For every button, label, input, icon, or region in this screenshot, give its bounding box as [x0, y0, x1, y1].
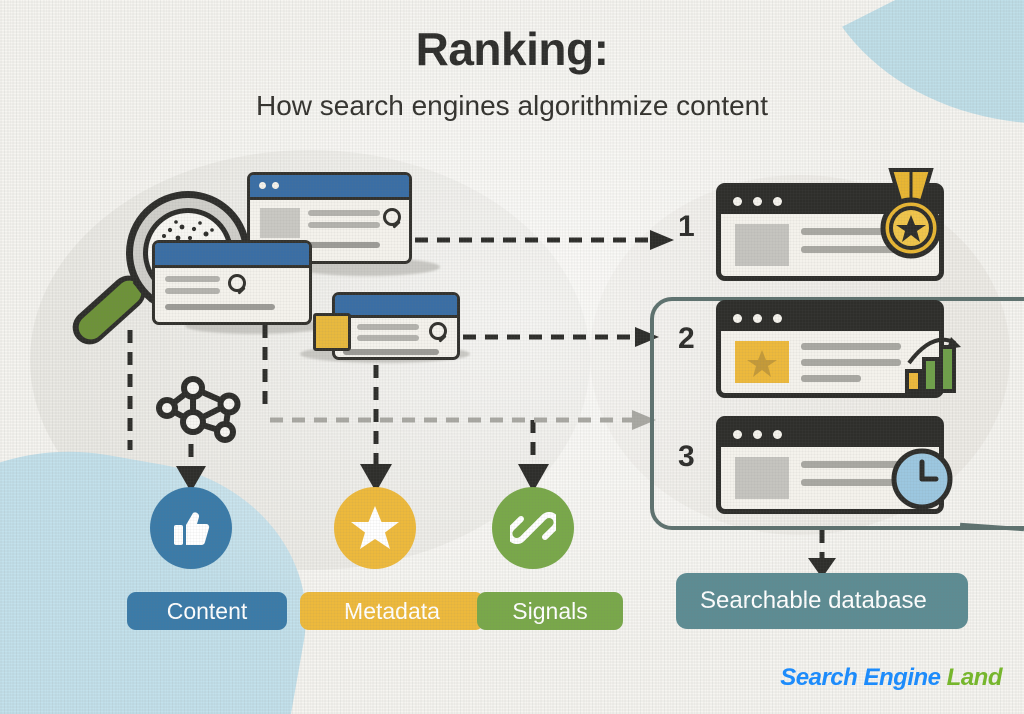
text-line: [801, 461, 916, 468]
searchable-database-label: Searchable database: [700, 587, 927, 614]
text-line: [801, 343, 901, 350]
link-chain-icon: [510, 512, 556, 544]
content-label: Content: [166, 597, 248, 624]
arrowhead-metadata: [360, 464, 392, 492]
rank-card-title-bar: [721, 421, 939, 447]
yellow-thumbnail-accent: [313, 313, 351, 351]
metadata-label: Metadata: [344, 597, 440, 624]
logo-part-land: Land: [946, 664, 1003, 691]
text-line: [801, 228, 916, 235]
window-dot: [753, 314, 762, 323]
text-line: [801, 479, 916, 486]
clock-icon: [890, 447, 954, 511]
window-dot: [733, 197, 742, 206]
bar-chart-growth-icon: [903, 337, 965, 397]
rank-card-1[interactable]: [716, 183, 944, 281]
text-line: [165, 288, 220, 294]
text-line: [165, 304, 275, 310]
text-line: [308, 222, 380, 228]
window-dot: [272, 182, 279, 189]
network-nodes-icon: [145, 370, 255, 450]
window-dot: [773, 430, 782, 439]
arrowhead-rank-3: [632, 410, 656, 430]
arrowhead-database: [808, 558, 836, 578]
text-line: [801, 359, 901, 366]
text-line: [165, 276, 220, 282]
search-icon: [228, 274, 248, 296]
logo-part-search: Search: [780, 664, 858, 691]
window-dot: [753, 430, 762, 439]
signals-circle[interactable]: [492, 487, 574, 569]
window-dot: [259, 182, 266, 189]
signals-pill[interactable]: Signals: [477, 592, 623, 630]
browser-card-body: [155, 268, 309, 310]
logo-part-engine: Engine: [863, 664, 941, 691]
rank-card-3[interactable]: [716, 416, 944, 514]
window-dot: [733, 314, 742, 323]
browser-card-1[interactable]: [247, 172, 412, 264]
rank-card-title-bar: [721, 305, 939, 331]
browser-card-3[interactable]: [332, 292, 460, 360]
searchable-database-pill[interactable]: Searchable database: [676, 573, 968, 629]
browser-title-bar: [155, 243, 309, 268]
text-line: [357, 335, 419, 341]
thumbnail-placeholder: [735, 457, 789, 499]
rank-number-3: 3: [678, 440, 695, 473]
thumbs-up-icon: [174, 512, 210, 546]
page-subtitle: How search engines algorithmize content: [255, 90, 769, 121]
rank-group-frame: [650, 297, 1024, 530]
rank-number-2: 2: [678, 322, 695, 355]
search-icon: [429, 322, 449, 344]
arrowhead-rank-2: [635, 327, 659, 347]
arrowhead-content: [176, 466, 206, 492]
rank-card-body: [721, 447, 939, 535]
thumbnail-star: [735, 341, 789, 383]
star-icon: [351, 506, 399, 549]
arrowhead-rank-1: [650, 230, 674, 250]
page-title: Ranking:: [415, 23, 609, 75]
text-line: [308, 210, 380, 216]
content-circle[interactable]: [150, 487, 232, 569]
text-line: [357, 324, 419, 330]
text-line: [260, 242, 380, 248]
window-dot: [733, 430, 742, 439]
text-line: [801, 246, 916, 253]
search-icon: [383, 208, 403, 230]
gold-medal-icon: [875, 168, 947, 264]
metadata-circle[interactable]: [334, 487, 416, 569]
window-dot: [773, 197, 782, 206]
window-dot: [773, 314, 782, 323]
rank-card-body: [721, 331, 961, 419]
rank-card-body: [721, 214, 939, 302]
search-engine-land-logo[interactable]: Search Engine Land: [780, 664, 1002, 692]
content-pill[interactable]: Content: [127, 592, 287, 630]
thumbnail-placeholder: [260, 208, 300, 238]
window-dot: [753, 197, 762, 206]
arrowhead-signals: [518, 464, 549, 492]
browser-card-body: [250, 200, 409, 248]
browser-card-2[interactable]: [152, 240, 312, 325]
thumbnail-placeholder: [735, 224, 789, 266]
browser-title-bar: [250, 175, 409, 200]
browser-card-body: [335, 318, 457, 355]
metadata-pill[interactable]: Metadata: [300, 592, 484, 630]
text-line: [801, 375, 861, 382]
signals-label: Signals: [512, 597, 588, 624]
browser-title-bar: [335, 295, 457, 318]
rank-number-1: 1: [678, 210, 695, 243]
text-line: [343, 349, 439, 355]
rank-card-2[interactable]: [716, 300, 961, 398]
